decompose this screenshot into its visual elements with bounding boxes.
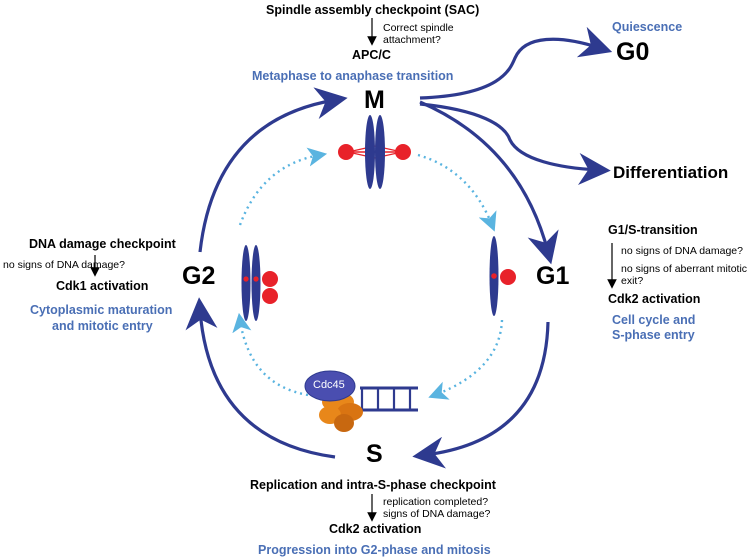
arrow-m-to-differentiation bbox=[419, 102, 611, 185]
g1s-question-2b: exit? bbox=[621, 275, 644, 287]
apc-label: APC/C bbox=[352, 48, 391, 62]
g1s-outcome-1: Cell cycle and bbox=[612, 313, 696, 327]
sac-question-1: Correct spindle bbox=[383, 22, 454, 34]
cdc45-label: Cdc45 bbox=[313, 379, 345, 391]
g1s-activation: Cdk2 activation bbox=[608, 292, 701, 306]
g2-outcome-1: Cytoplasmic maturation bbox=[30, 303, 173, 317]
g2-outcome-2: and mitotic entry bbox=[52, 319, 153, 333]
phase-m-label: M bbox=[364, 86, 385, 114]
g2-chromosome bbox=[241, 245, 278, 321]
dotted-arrow-g1-to-s bbox=[428, 319, 504, 400]
g1-chromosome bbox=[489, 236, 516, 316]
dotted-arrow-s-to-g2 bbox=[232, 312, 309, 397]
g1s-question-1: no signs of DNA damage? bbox=[621, 245, 743, 257]
progression-label: Progression into G2-phase and mitosis bbox=[258, 543, 491, 557]
g1s-outcome-2: S-phase entry bbox=[612, 328, 695, 342]
quiescence-label: Quiescence bbox=[612, 20, 683, 34]
phase-g1-label: G1 bbox=[536, 262, 570, 290]
phase-s-label: S bbox=[366, 440, 383, 468]
dna-damage-question: no signs of DNA damage? bbox=[3, 259, 125, 271]
replication-question-2: signs of DNA damage? bbox=[383, 508, 491, 520]
replication-title: Replication and intra-S-phase checkpoint bbox=[250, 478, 496, 492]
dotted-arrow-g2-to-m bbox=[238, 147, 328, 226]
sac-question-2: attachment? bbox=[383, 34, 441, 46]
cdc45-protein bbox=[304, 370, 356, 402]
arrow-g1-to-s bbox=[412, 321, 550, 469]
replication-question-1: replication completed? bbox=[383, 496, 489, 508]
dotted-arrow-m-to-g1 bbox=[417, 153, 497, 232]
replication-fork bbox=[304, 370, 418, 432]
g1s-title: G1/S-transition bbox=[608, 223, 698, 237]
phase-g0-label: G0 bbox=[616, 38, 650, 66]
differentiation-label: Differentiation bbox=[613, 163, 729, 182]
metaphase-transition-label: Metaphase to anaphase transition bbox=[252, 69, 454, 83]
arrow-g2-to-m bbox=[198, 87, 348, 253]
s-cdk2-activation: Cdk2 activation bbox=[329, 522, 422, 536]
sac-title: Spindle assembly checkpoint (SAC) bbox=[266, 3, 480, 17]
dna-damage-title: DNA damage checkpoint bbox=[29, 237, 176, 251]
arrow-m-to-g1 bbox=[419, 100, 559, 265]
phase-g2-label: G2 bbox=[182, 262, 216, 290]
cdk1-activation: Cdk1 activation bbox=[56, 279, 149, 293]
arrow-s-to-g2 bbox=[185, 297, 336, 459]
g1s-question-2a: no signs of aberrant mitotic bbox=[621, 263, 748, 275]
metaphase-chromosome bbox=[338, 115, 411, 189]
arrow-m-to-g0 bbox=[419, 26, 613, 100]
